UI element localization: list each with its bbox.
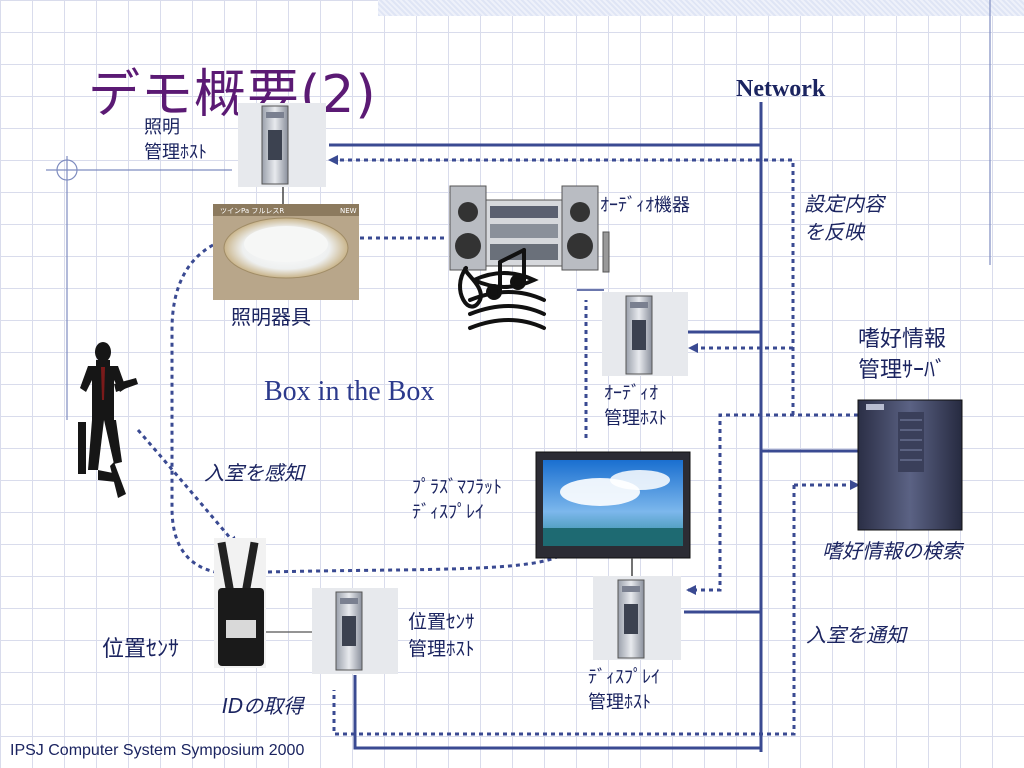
top-decorative-band xyxy=(378,0,1024,16)
lighting-fixture-photo: ツインPa フルレスR NEW xyxy=(213,204,359,300)
search-preferences-annotation: 嗜好情報の検索 xyxy=(822,539,965,563)
fixture-tag: ツインPa フルレスR xyxy=(220,207,284,215)
preference-server xyxy=(857,399,963,531)
display-host-label: ﾃﾞｨｽﾌﾟﾚｲ管理ﾎｽﾄ xyxy=(588,667,660,713)
diagram-labels: 照明管理ﾎｽﾄ 照明器具 ｵｰﾃﾞｨｵ機器 ｵｰﾃﾞｨｵ管理ﾎｽﾄ ﾌﾟﾗｽﾞﾏ… xyxy=(102,117,946,713)
display-host-tower xyxy=(593,576,681,660)
signal-paths xyxy=(136,155,860,736)
lighting-host-label: 照明管理ﾎｽﾄ xyxy=(144,117,207,163)
person-figure xyxy=(78,342,138,498)
sensor-host-tower xyxy=(312,588,398,674)
network-label: Network xyxy=(736,76,826,102)
music-note-icon xyxy=(458,248,546,330)
get-id-annotation: IDの取得 xyxy=(222,694,305,718)
detect-entry-annotation: 入室を感知 xyxy=(204,461,306,485)
guide-decoration xyxy=(46,0,991,420)
network-lines xyxy=(329,102,858,752)
plasma-display-label: ﾌﾟﾗｽﾞﾏﾌﾗｯﾄﾃﾞｨｽﾌﾟﾚｲ xyxy=(412,477,502,523)
audio-equipment xyxy=(449,185,610,273)
preference-server-label: 嗜好情報管理ｻｰﾊﾞ xyxy=(858,327,946,383)
notify-entry-annotation: 入室を通知 xyxy=(806,623,908,647)
plasma-display xyxy=(535,451,691,578)
lighting-fixture-label: 照明器具 xyxy=(231,305,311,329)
audio-host-label: ｵｰﾃﾞｨｵ管理ﾎｽﾄ xyxy=(604,383,667,429)
reflect-settings-annotation: 設定内容を反映 xyxy=(804,192,887,244)
fixture-badge: NEW xyxy=(340,207,357,215)
slide-title: デモ概要(2) xyxy=(88,65,377,125)
position-sensor-device xyxy=(214,538,312,668)
lighting-host-tower xyxy=(238,103,326,205)
position-sensor-label: 位置ｾﾝｻ xyxy=(102,637,179,662)
slide-footer: IPSJ Computer System Symposium 2000 xyxy=(10,742,305,759)
annotation-labels: 設定内容を反映 入室を感知 嗜好情報の検索 入室を通知 IDの取得 xyxy=(204,192,965,718)
audio-device-label: ｵｰﾃﾞｨｵ機器 xyxy=(600,195,690,216)
audio-host-tower xyxy=(602,292,688,376)
center-label: Box in the Box xyxy=(264,376,435,407)
sensor-host-label: 位置ｾﾝｻ管理ﾎｽﾄ xyxy=(408,611,475,660)
